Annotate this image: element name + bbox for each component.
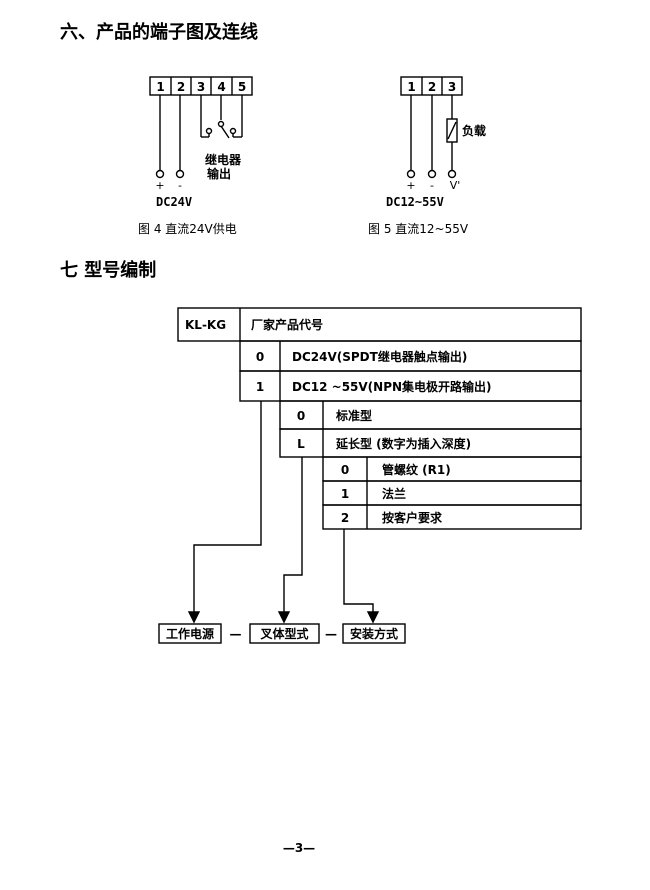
fig4-plus-terminal — [155, 169, 165, 179]
fork-option-desc: 延长型 (数字为插入深度) — [335, 436, 471, 451]
maker-code-label: 厂家产品代号 — [251, 317, 323, 332]
fig5-terminal-label: 2 — [428, 80, 436, 94]
fork-option-code: L — [297, 437, 305, 451]
page-number: —3— — [283, 841, 315, 855]
legend-mount-label: 安装方式 — [350, 626, 398, 641]
section7-title: 七 型号编制 — [60, 259, 156, 281]
fig4-terminal-label: 4 — [217, 80, 225, 94]
fork-connector — [283, 457, 303, 612]
fig5-load-label: 负载 — [462, 123, 486, 138]
fig5-plus-sign: + — [406, 179, 415, 192]
section6-title: 六、产品的端子图及连线 — [60, 21, 258, 43]
fork-option-row-0 — [279, 400, 582, 430]
fig4-terminal-label: 1 — [156, 80, 164, 94]
mount-option-desc: 管螺纹 (R1) — [382, 462, 451, 477]
code-connectors — [187, 401, 380, 624]
fig4-contact-center — [217, 120, 225, 128]
fig4-relay-switch — [220, 125, 230, 139]
mount-arrow — [366, 611, 380, 624]
legend-fork-box — [249, 623, 320, 644]
mount-option-row-1 — [322, 480, 582, 506]
model-prefix: KL-KG — [185, 318, 226, 332]
mount-option-row-2 — [322, 504, 582, 530]
mount-option-desc: 法兰 — [382, 486, 406, 501]
power-option-desc: DC12 ~55V(NPN集电极开路输出) — [292, 379, 492, 394]
fork-option-code: 0 — [297, 409, 305, 423]
fork-arrow — [277, 611, 291, 624]
fig5-vout-terminal — [447, 169, 457, 179]
fig5-plus-terminal — [406, 169, 416, 179]
power-connector — [193, 401, 262, 612]
mount-option-row-0 — [322, 456, 582, 482]
legend-fork-label: 叉体型式 — [259, 626, 308, 641]
model-legend — [158, 623, 406, 644]
legend-separator: — — [325, 627, 337, 641]
fig5-diagram — [400, 76, 463, 179]
fig5-caption: 图 5 直流12~55V — [368, 222, 469, 236]
power-option-desc: DC24V(SPDT继电器触点输出) — [292, 349, 467, 364]
fig4-minus-terminal — [175, 169, 185, 179]
mount-connector — [343, 529, 374, 612]
fig4-caption: 图 4 直流24V供电 — [138, 222, 237, 236]
fig5-terminal-label: 3 — [448, 80, 456, 94]
fig5-minus-terminal — [427, 169, 437, 179]
legend-power-box — [158, 623, 222, 644]
fig4-relay-label-2: 输出 — [207, 166, 231, 181]
model-prefix-row — [177, 307, 582, 342]
power-option-code: 1 — [256, 380, 264, 394]
mount-option-desc: 按客户要求 — [382, 510, 443, 525]
legend-mount-box — [342, 623, 406, 644]
mount-option-code: 2 — [341, 511, 349, 525]
power-option-code: 0 — [256, 350, 264, 364]
fig5-supply-label: DC12~55V — [386, 195, 444, 209]
fig4-terminal-label: 2 — [177, 80, 185, 94]
fig4-terminal-label: 3 — [197, 80, 205, 94]
fig4-contact-left — [205, 127, 213, 135]
fork-option-desc: 标准型 — [335, 408, 372, 423]
power-arrow — [187, 611, 201, 624]
fig4-supply-label: DC24V — [156, 195, 192, 209]
fig5-terminal-label: 1 — [407, 80, 415, 94]
fig4-terminal-label: 5 — [238, 80, 246, 94]
fig4-minus-sign: - — [178, 179, 182, 192]
model-code-table — [177, 307, 582, 530]
fig4-contact-right — [229, 127, 237, 135]
fig5-minus-sign: - — [430, 179, 434, 192]
legend-separator: — — [230, 627, 242, 641]
fig4-terminal-labels: 1 2 3 4 5 — [156, 80, 246, 94]
fig5-vout-label: V' — [450, 179, 461, 192]
mount-option-code: 0 — [341, 463, 349, 477]
fig4-plus-sign: + — [155, 179, 164, 192]
fig5-terminal-labels: 1 2 3 — [407, 80, 456, 94]
legend-power-label: 工作电源 — [166, 626, 214, 641]
mount-option-code: 1 — [341, 487, 349, 501]
fig4-relay-label-1: 继电器 — [205, 152, 242, 167]
fig4-diagram — [149, 76, 253, 179]
